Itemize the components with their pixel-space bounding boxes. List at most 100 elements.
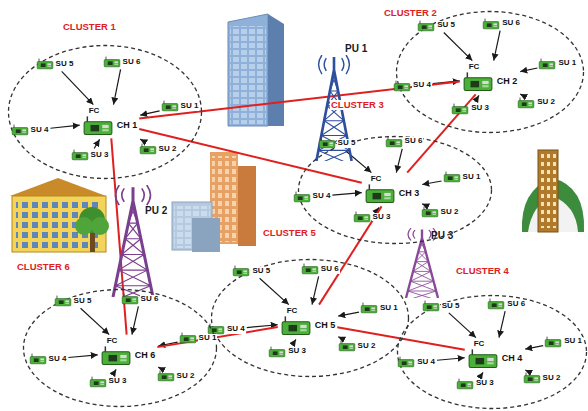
report-arrow [338, 337, 342, 339]
cluster-head: FCCH 1 [82, 107, 139, 138]
cluster-region: CLUSTER 6FCCH 6SU 1SU 2SU 3SU 4SU 5SU 6 [22, 288, 218, 408]
sensor-icon [338, 340, 356, 352]
sensor-icon [451, 103, 469, 115]
landmark-tower [522, 150, 584, 232]
secondary-user-label: SU 6 [404, 137, 424, 146]
secondary-user: SU 6 [385, 136, 424, 148]
secondary-user: SU 3 [451, 103, 490, 115]
secondary-user-label: SU 6 [320, 265, 340, 274]
report-arrow [312, 276, 319, 304]
sensor-icon [385, 136, 403, 148]
city-buildings [172, 152, 256, 252]
report-arrow [422, 181, 441, 185]
cluster-head-label: CH 2 [496, 77, 519, 87]
sensor-icon [71, 149, 89, 161]
sensor-icon [443, 171, 461, 183]
secondary-user-label: SU 5 [441, 302, 461, 311]
cluster-head-label: CH 6 [134, 351, 157, 361]
report-arrow [50, 125, 79, 128]
cluster-boundary [297, 135, 493, 245]
sensor-icon [421, 206, 439, 218]
secondary-user-label: SU 2 [357, 342, 377, 351]
report-arrow [140, 139, 145, 142]
secondary-user: SU 4 [393, 80, 432, 92]
sensor-icon [544, 336, 562, 348]
sensor-icon [353, 211, 371, 223]
secondary-user: SU 6 [103, 56, 142, 68]
cluster-label: CLUSTER 3 [330, 100, 385, 110]
sensor-icon [103, 56, 121, 68]
cluster-head-label: CH 3 [398, 189, 421, 199]
cluster-label: CLUSTER 1 [62, 22, 117, 32]
secondary-user-label: SU 3 [108, 377, 128, 386]
sensor-icon [100, 345, 132, 367]
sensor-icon [54, 295, 72, 307]
secondary-user-label: SU 6 [506, 300, 526, 309]
secondary-user: SU 1 [360, 302, 399, 314]
report-arrow [62, 71, 94, 104]
house [10, 178, 109, 252]
cluster-head-row: CH 6 [100, 345, 157, 367]
secondary-user-label: SU 6 [501, 19, 521, 28]
secondary-user: SU 2 [421, 206, 460, 218]
backbone-link [139, 129, 361, 183]
report-arrow [437, 358, 465, 361]
cluster-boundary [22, 288, 218, 408]
secondary-user: SU 1 [544, 336, 583, 348]
sensor-icon [462, 71, 494, 93]
report-arrow [332, 193, 361, 195]
secondary-user-label: SU 3 [287, 347, 307, 356]
secondary-user-label: SU 4 [30, 126, 50, 135]
cluster-head-row: CH 3 [364, 183, 421, 205]
sensor-icon [517, 97, 535, 109]
cluster-head: FCCH 3 [364, 175, 421, 206]
sensor-icon [293, 191, 311, 203]
secondary-user: SU 1 [443, 171, 482, 183]
primary-user-tower: PU 2 [108, 185, 158, 297]
sensor-icon [121, 293, 139, 305]
report-arrow [68, 355, 97, 358]
secondary-user: SU 1 [179, 332, 218, 344]
cluster-region: CLUSTER 1FCCH 1SU 1SU 2SU 3SU 4SU 5SU 6 [7, 44, 203, 180]
sensor-icon [487, 298, 505, 310]
secondary-user-label: SU 5 [73, 297, 93, 306]
secondary-user: SU 3 [268, 346, 307, 358]
secondary-user-label: SU 2 [536, 98, 556, 107]
report-arrow [292, 339, 296, 344]
secondary-user-label: SU 1 [462, 173, 482, 182]
secondary-user: SU 3 [353, 211, 392, 223]
report-arrow [338, 312, 359, 316]
report-arrow [520, 94, 523, 96]
cluster-region: CLUSTER 3FCCH 3SU 1SU 2SU 3SU 4SU 5SU 6 [297, 135, 493, 245]
secondary-user: SU 4 [397, 356, 436, 368]
sensor-icon [417, 20, 435, 32]
report-arrow [480, 372, 483, 376]
sensor-icon [89, 376, 107, 388]
cluster-head: FCCH 2 [462, 63, 519, 94]
report-arrow [475, 95, 479, 101]
secondary-user-label: SU 2 [542, 374, 562, 383]
secondary-user: SU 4 [11, 124, 50, 136]
secondary-user: SU 5 [422, 300, 461, 312]
secondary-user-label: SU 1 [379, 304, 399, 313]
secondary-user-label: SU 6 [140, 295, 160, 304]
secondary-user: SU 6 [487, 298, 526, 310]
secondary-user: SU 6 [301, 263, 340, 275]
fusion-center-label: FC [286, 307, 299, 316]
sensor-icon [482, 18, 500, 30]
cluster-label: CLUSTER 6 [16, 262, 71, 272]
sensor-icon [523, 372, 541, 384]
secondary-user: SU 3 [71, 149, 110, 161]
sensor-icon [11, 124, 29, 136]
sensor-icon [364, 183, 396, 205]
cluster-head: FCCH 6 [100, 337, 157, 368]
secondary-user-label: SU 4 [416, 358, 436, 367]
secondary-user: SU 4 [29, 353, 68, 365]
cluster-boundary [396, 294, 588, 410]
primary-user-label: PU 2 [144, 205, 168, 216]
sensor-icon [161, 100, 179, 112]
secondary-user: SU 5 [54, 295, 93, 307]
secondary-user: SU 2 [338, 340, 377, 352]
secondary-user-label: SU 1 [180, 102, 200, 111]
